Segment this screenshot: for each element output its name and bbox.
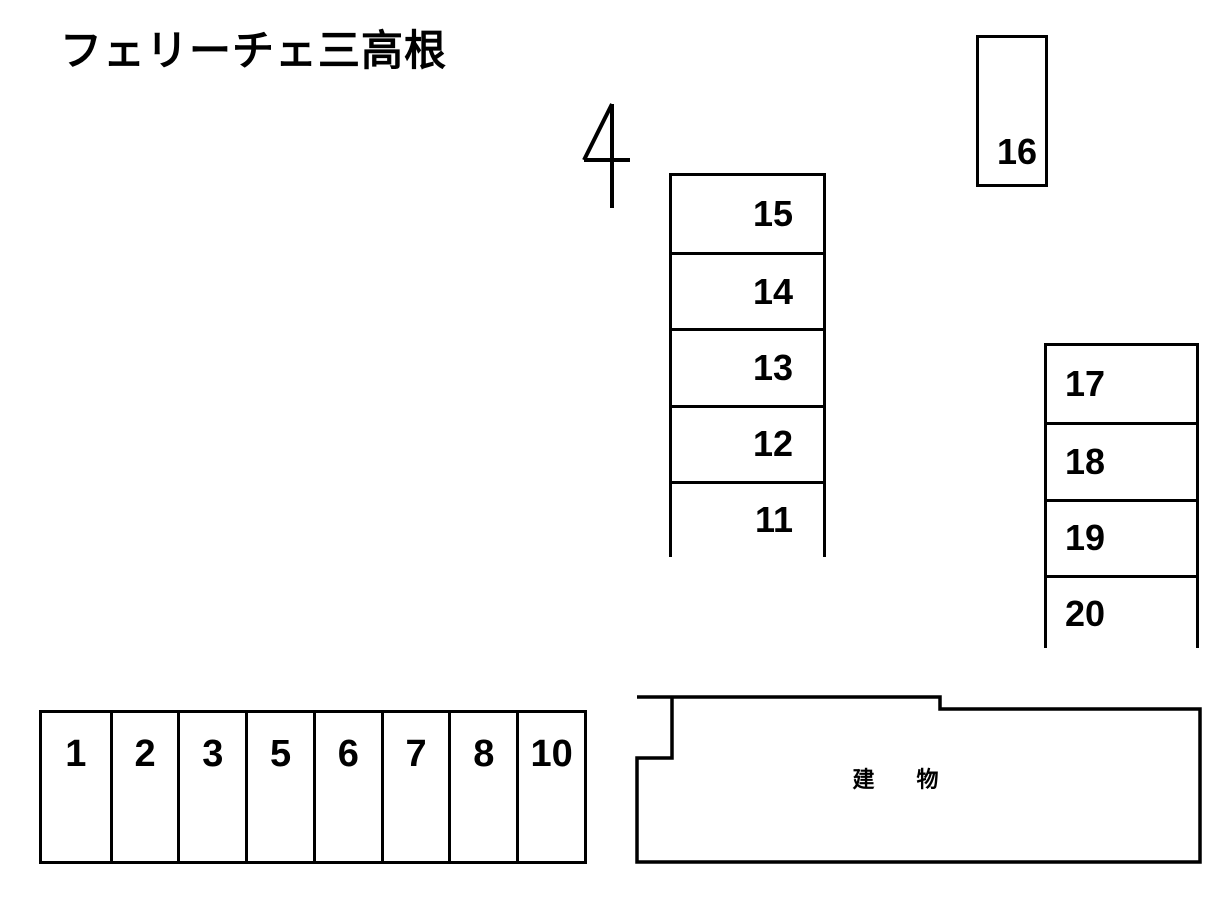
stall-number: 19: [1065, 517, 1106, 559]
north-arrow-icon: [574, 100, 634, 210]
parking-stall[interactable]: 3: [177, 713, 246, 861]
stall-number: 11: [754, 499, 793, 541]
stall-number: 16: [997, 131, 1038, 172]
stall-number: 13: [752, 346, 793, 388]
stall-number: 8: [473, 733, 495, 775]
stall-number: 12: [752, 423, 793, 465]
parking-stall[interactable]: 14: [672, 252, 823, 329]
stall-number: 3: [202, 733, 224, 775]
parking-stall[interactable]: 12: [672, 404, 823, 481]
parking-stall[interactable]: 15: [672, 176, 823, 253]
parking-stall[interactable]: 20: [1047, 574, 1196, 651]
stall-number: 14: [752, 270, 793, 312]
stall-number: 20: [1065, 593, 1106, 635]
parking-stall[interactable]: 5: [245, 713, 313, 861]
stall-number: 5: [270, 733, 292, 775]
parking-stall-16[interactable]: 16: [976, 35, 1048, 187]
stall-number: 1: [65, 733, 87, 775]
stall-number: 10: [530, 733, 573, 775]
parking-stall[interactable]: 6: [312, 713, 381, 861]
stall-number: 7: [405, 733, 427, 775]
parking-stall[interactable]: 10: [516, 713, 584, 861]
building-outline: [635, 695, 1202, 864]
parking-stall[interactable]: 8: [448, 713, 517, 861]
parking-stall[interactable]: 7: [380, 713, 449, 861]
parking-block-11-15: 15 14 13 12 11: [669, 173, 826, 557]
parking-stall[interactable]: 11: [672, 480, 823, 557]
parking-stall[interactable]: 18: [1047, 422, 1196, 499]
page-title: フェリーチェ三高根: [60, 27, 448, 74]
stall-number: 15: [752, 193, 793, 235]
stall-number: 18: [1065, 440, 1106, 482]
parking-stall[interactable]: 17: [1047, 346, 1196, 423]
stall-number: 6: [337, 733, 359, 775]
stall-number: 17: [1065, 363, 1106, 405]
parking-stall[interactable]: 2: [109, 713, 178, 861]
parking-stall[interactable]: 19: [1047, 498, 1196, 575]
parking-block-1-10: 1 2 3 5 6 7 8 10: [39, 710, 587, 864]
parking-stall[interactable]: 1: [42, 713, 110, 861]
stall-number: 2: [134, 733, 156, 775]
parking-block-17-20: 17 18 19 20: [1044, 343, 1199, 651]
parking-stall[interactable]: 13: [672, 328, 823, 405]
